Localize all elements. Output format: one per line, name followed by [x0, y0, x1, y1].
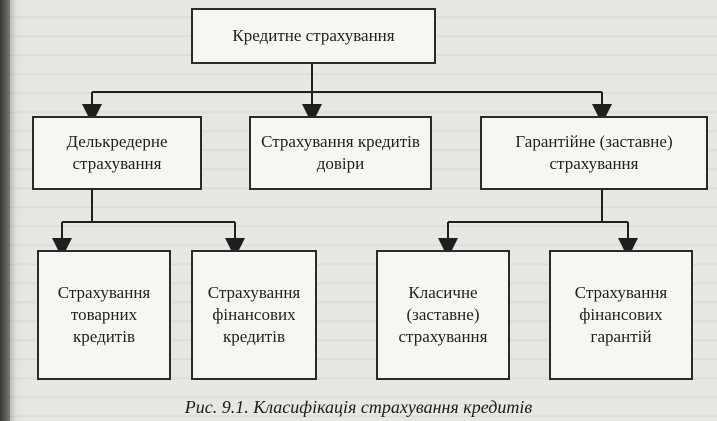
node-guarantee-label: Гарантійне (заставне) страхування [515, 132, 673, 173]
node-credit-trust: Страхування кредитів довіри [249, 116, 432, 190]
node-delkredere-label: Делькредерне страхування [66, 132, 168, 173]
book-spine-shadow [0, 0, 10, 421]
node-commodity-credits: Страхування товарних кредитів [37, 250, 171, 380]
node-classic-insurance: Класичне (заставне) страхування [376, 250, 510, 380]
node-root: Кредитне страхування [191, 8, 436, 64]
node-financial-credits: Страхування фінансових кредитів [191, 250, 317, 380]
node-commodity-credits-label: Страхування товарних кредитів [57, 283, 151, 346]
node-delkredere: Делькредерне страхування [32, 116, 202, 190]
figure-caption: Рис. 9.1. Класифікація страхування креди… [184, 397, 533, 417]
node-credit-trust-label: Страхування кредитів довіри [261, 132, 420, 173]
node-financial-guarantees-label: Страхування фінансових гарантій [574, 283, 668, 346]
node-guarantee: Гарантійне (заставне) страхування [480, 116, 708, 190]
node-financial-credits-label: Страхування фінансових кредитів [207, 283, 301, 346]
node-financial-guarantees: Страхування фінансових гарантій [549, 250, 693, 380]
node-classic-insurance-label: Класичне (заставне) страхування [398, 283, 488, 346]
node-root-label: Кредитне страхування [232, 26, 395, 45]
